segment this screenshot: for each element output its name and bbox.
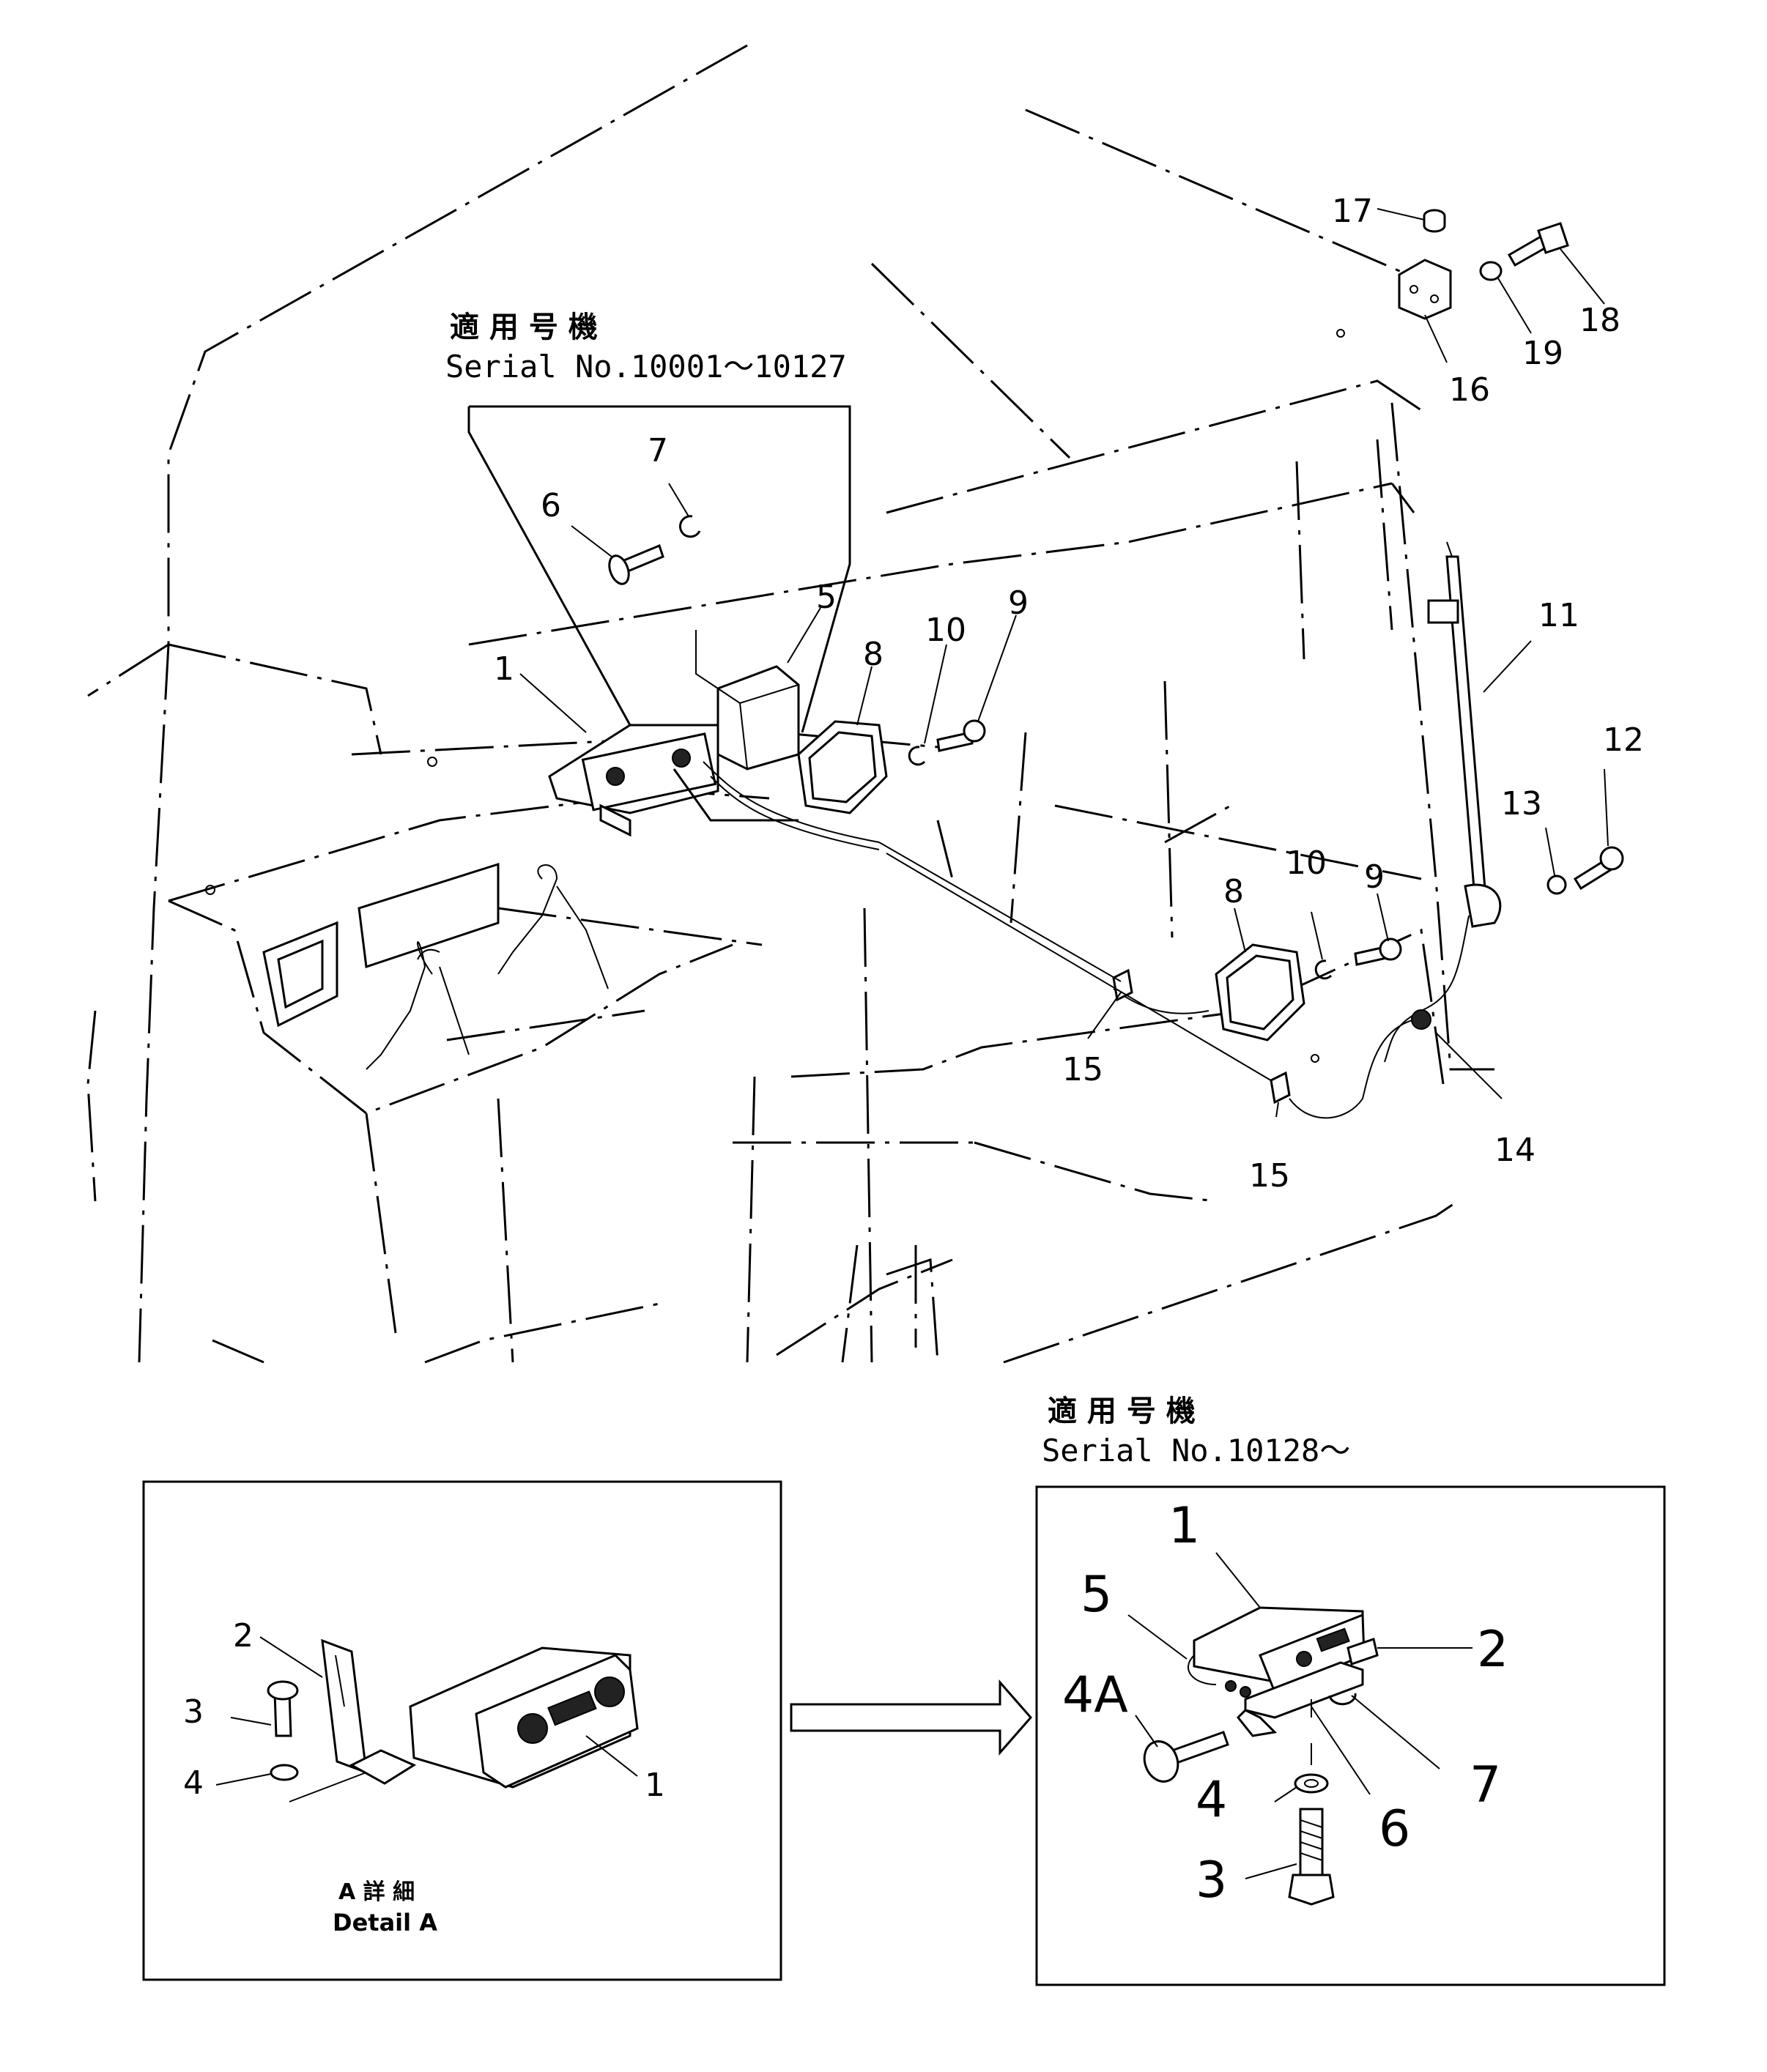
serial-range-2: 適 用 号 機 Serial No.10128～ (1042, 1395, 1350, 1468)
callout-13: 13 (1501, 785, 1542, 823)
serial-1-heading: 適 用 号 機 (450, 311, 598, 344)
serial-2-heading: 適 用 号 機 (1048, 1395, 1196, 1428)
callout-12: 12 (1603, 721, 1644, 759)
radio-unit (548, 724, 880, 850)
cab-outline (86, 44, 1494, 1364)
clip-15-b (1270, 1071, 1291, 1104)
new-callout-4A: 4A (1062, 1666, 1128, 1724)
new-callout-3: 3 (1196, 1852, 1227, 1909)
detail-a-callout-4: 4 (183, 1764, 204, 1802)
callout-14: 14 (1494, 1132, 1536, 1169)
new-callout-7: 7 (1470, 1756, 1501, 1814)
clip-15-a (878, 842, 1290, 1092)
transition-arrow (790, 1679, 1032, 1756)
screw-6 (608, 543, 664, 585)
bolt-12 (1573, 846, 1624, 891)
speaker-lower (1113, 943, 1305, 1041)
detail-a-callout-3: 3 (183, 1693, 204, 1731)
new-callout-6: 6 (1379, 1800, 1410, 1858)
bolt-18 (1507, 222, 1569, 267)
new-version-callouts: 1 2 3 4 4A 5 6 7 (1062, 1497, 1508, 1909)
callout-19: 19 (1522, 335, 1563, 372)
speaker-upper (797, 720, 888, 814)
serial-range-1: 適 用 号 機 Serial No.10001～10127 (445, 311, 847, 385)
new-version-box (1035, 1485, 1666, 1986)
detail-a-caption-jp: A 詳 細 (338, 1879, 415, 1905)
dashboard-panel (205, 329, 1345, 1070)
washer-13 (1546, 875, 1567, 895)
detail-a-box (142, 1480, 782, 1981)
callout-8: 8 (863, 636, 884, 673)
callout-15a: 15 (1062, 1051, 1103, 1088)
new-callout-5: 5 (1081, 1566, 1112, 1624)
new-callout-4: 4 (1196, 1771, 1227, 1829)
callout-15b: 15 (1249, 1157, 1290, 1195)
bolt-9-lower (1354, 937, 1402, 966)
washer-10-upper (908, 746, 926, 766)
callout-11: 11 (1538, 597, 1579, 634)
callout-9b: 9 (1364, 858, 1385, 896)
washer-7 (678, 515, 701, 538)
antenna-11 (1289, 541, 1502, 1119)
serial-1-number: Serial No.10001～10127 (445, 349, 847, 385)
detail-a-callout-1: 1 (645, 1767, 665, 1804)
callout-10: 10 (925, 612, 966, 649)
detail-a-caption-en: Detail A (333, 1909, 437, 1937)
callout-10b: 10 (1286, 844, 1327, 882)
callout-16: 16 (1449, 371, 1490, 409)
callout-7: 7 (648, 432, 668, 469)
bolt-9-upper (936, 719, 986, 752)
nut-17 (1423, 209, 1446, 233)
callout-6: 6 (541, 487, 561, 524)
main-callouts: 1 5 6 7 8 9 10 8 9 10 11 12 13 14 15 15 … (494, 193, 1644, 1195)
grommet-14 (1411, 1009, 1431, 1030)
callout-9: 9 (1008, 584, 1029, 622)
bracket-16 (1398, 259, 1452, 320)
callout-5: 5 (816, 579, 837, 616)
leader-lines (467, 208, 1609, 1118)
washer-10-lower (1314, 959, 1333, 980)
callout-8b: 8 (1223, 873, 1244, 910)
callout-1: 1 (494, 650, 514, 688)
serial-2-number: Serial No.10128～ (1042, 1433, 1350, 1468)
new-callout-1: 1 (1168, 1497, 1200, 1555)
radio-body (695, 630, 800, 770)
callout-18: 18 (1579, 302, 1620, 339)
detail-a-callouts: 1 2 3 4 (183, 1617, 665, 1804)
callout-17: 17 (1332, 193, 1373, 230)
washer-19 (1479, 261, 1503, 281)
detail-a-callout-2: 2 (233, 1617, 253, 1655)
new-callout-2: 2 (1477, 1621, 1508, 1679)
detail-a-caption: A 詳 細 Detail A (333, 1879, 437, 1937)
